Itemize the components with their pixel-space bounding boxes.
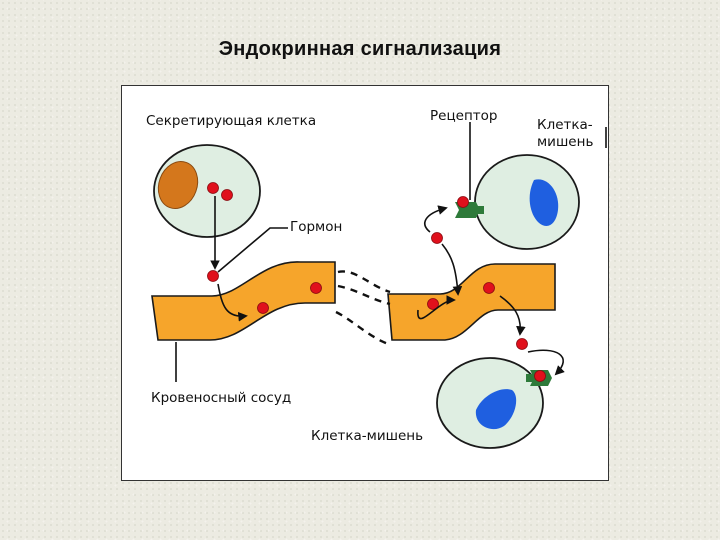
target-cell-top (474, 154, 580, 250)
label-blood-vessel: Кровеносный сосуд (151, 390, 292, 406)
secreting-cell-nucleus (157, 161, 199, 209)
leader-lines (175, 122, 607, 382)
hormone-dot (534, 370, 546, 382)
secreting-cell (153, 144, 261, 238)
hormone-dot (427, 298, 439, 310)
label-target-cell-top-line2: мишень (537, 134, 594, 150)
hormones (207, 182, 546, 382)
blood-vessel (151, 261, 556, 346)
hormone-dot (221, 189, 233, 201)
target-cell-bottom (436, 357, 544, 449)
hormone-dot (516, 338, 528, 350)
label-secreting-cell: Секретирующая клетка (146, 113, 317, 129)
hormone-dot (257, 302, 269, 314)
page-title: Эндокринная сигнализация (218, 38, 502, 60)
hormone-dot (483, 282, 495, 294)
hormone-dot (310, 282, 322, 294)
hormone-dot (207, 182, 219, 194)
hormone-dot (431, 232, 443, 244)
hormone-dot (207, 270, 219, 282)
label-target-cell-top-line1: Клетка- (537, 117, 593, 133)
target-cell-bottom-nucleus (475, 389, 517, 430)
label-receptor: Рецептор (430, 108, 498, 124)
vessel-segment-right (387, 263, 556, 341)
vessel-dash-lower (335, 310, 389, 346)
target-cell-top-nucleus (529, 179, 559, 226)
vessel-dash-top (337, 270, 391, 294)
hormone-arrows (210, 196, 565, 376)
label-target-cell-top: Клетка- мишень (537, 117, 593, 151)
vessel-dash-upper (337, 284, 391, 306)
vessel-segment-left (151, 261, 336, 341)
label-target-cell-bottom: Клетка-мишень (311, 428, 424, 444)
label-hormone: Гормон (290, 219, 343, 235)
hormone-dot (457, 196, 469, 208)
